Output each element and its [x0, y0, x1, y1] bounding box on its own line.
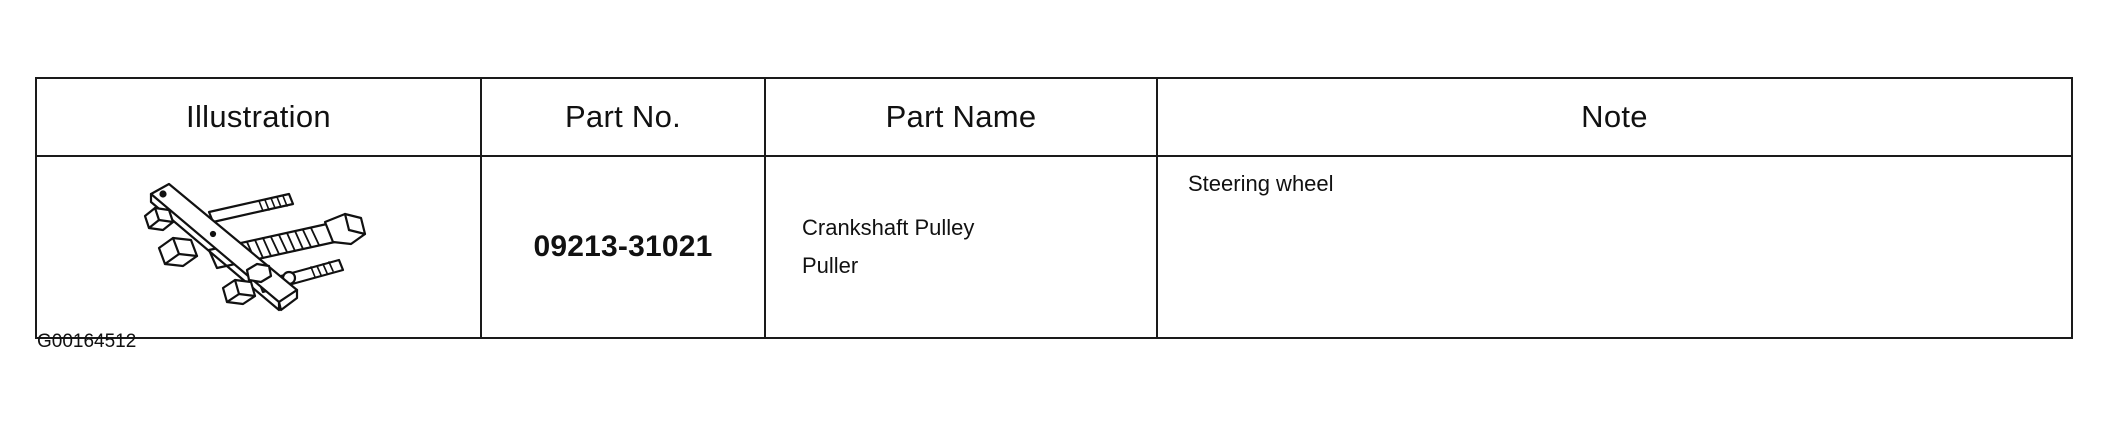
header-part-name: Part Name	[764, 77, 1158, 157]
illustration-cell	[35, 155, 482, 339]
part-name-cell: Crankshaft Pulley Puller	[764, 155, 1158, 339]
header-note: Note	[1156, 77, 2073, 157]
header-part-no: Part No.	[480, 77, 766, 157]
crankshaft-pulley-puller-icon	[143, 182, 366, 312]
figure-code: G00164512	[37, 331, 137, 352]
special-tool-table: Illustration Part No. Part Name Note	[35, 77, 2073, 339]
part-number: 09213-31021	[480, 155, 766, 339]
table-row: 09213-31021 Crankshaft Pulley Puller Ste…	[35, 155, 2073, 339]
part-name-line-2: Puller	[802, 253, 859, 278]
table-header-row: Illustration Part No. Part Name Note	[35, 77, 2073, 157]
note-cell: Steering wheel	[1156, 155, 2073, 339]
part-name-line-1: Crankshaft Pulley	[802, 215, 975, 240]
header-illustration: Illustration	[35, 77, 482, 157]
